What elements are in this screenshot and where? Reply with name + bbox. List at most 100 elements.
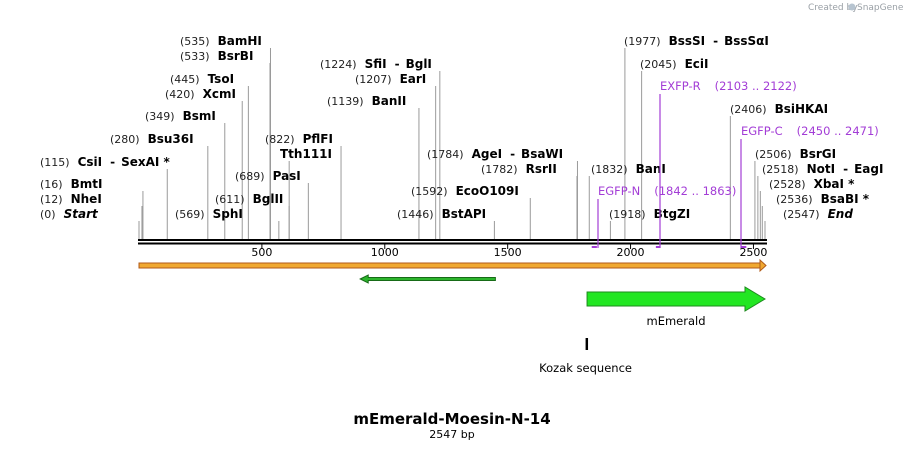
- site-label: Tth111I: [280, 147, 332, 161]
- site-name: BtgZI: [654, 207, 691, 221]
- site-name-extra: BsaWI: [521, 147, 563, 161]
- site-name: EciI: [685, 57, 709, 71]
- primer-label: EGFP-N(1842 .. 1863): [598, 184, 736, 198]
- site-label: (1139) BanII: [327, 94, 406, 108]
- site-agei: (1784)AgeI-BsaWI: [427, 147, 563, 161]
- site-position: (420): [165, 88, 195, 101]
- site-name: BsmI: [183, 109, 216, 123]
- site-name: BsrBI: [218, 49, 254, 63]
- site-pflfi: (822)PflFI: [265, 132, 333, 146]
- site-ecoo109i: (1592) EcoO109I: [411, 184, 519, 198]
- site-name: EarI: [400, 72, 427, 86]
- site-end: (2547) End: [783, 207, 853, 221]
- site-position: (2547): [783, 208, 820, 221]
- primer-label: EGFP-C(2450 .. 2471): [741, 124, 879, 138]
- primer-exfp-r: EXFP-R(2103 .. 2122): [655, 79, 797, 248]
- site-name: Bsu36I: [148, 132, 194, 146]
- site-label: (822)PflFI: [265, 132, 333, 146]
- site-bamhi: (535)BamHI: [180, 34, 262, 48]
- site-name: BmtI: [71, 177, 103, 191]
- site-position: (1784): [427, 148, 464, 161]
- feature-band: [138, 258, 767, 273]
- site-name: TsoI: [208, 72, 234, 86]
- site-name: EcoO109I: [456, 184, 519, 198]
- site-label: (445)TsoI: [170, 72, 234, 86]
- site-bsrbi: (533) BsrBI: [180, 49, 253, 63]
- site-position: (0): [40, 208, 56, 221]
- tick-label: 500: [251, 246, 272, 259]
- feature-band: [138, 262, 762, 269]
- site-bsrgi: (2506)BsrGI: [755, 147, 836, 161]
- site-bsabi: (2536)BsaBI *: [776, 192, 870, 206]
- site-position: (2518): [762, 163, 799, 176]
- site-name: SfiI: [365, 57, 387, 71]
- site-label: (2547) End: [783, 207, 853, 221]
- site-label: (420)XcmI: [165, 87, 236, 101]
- site-bstapi: (1446)BstAPI: [397, 207, 486, 221]
- credit-prefix: Created by: [808, 3, 858, 13]
- tick-label: 1000: [371, 246, 399, 259]
- site-label: (2506)BsrGI: [755, 147, 836, 161]
- site-position: (535): [180, 35, 210, 48]
- site-name: Tth111I: [280, 147, 332, 161]
- feature-reverse-arrow: [359, 274, 496, 284]
- primers: EXFP-R(2103 .. 2122) EGFP-C(2450 .. 2471)…: [591, 79, 879, 248]
- site-name: PasI: [273, 169, 301, 183]
- backbone-top-strand: [138, 239, 767, 241]
- site-label: (1977)BssSI-BssSαI: [624, 34, 769, 48]
- site-tsoi: (445)TsoI: [170, 72, 234, 86]
- site-position: (2045): [640, 58, 677, 71]
- snapgene-credit: Created by SnapGene: [808, 3, 904, 13]
- site-label: (16)BmtI: [40, 177, 102, 191]
- site-label: (1918) BtgZI: [609, 207, 690, 221]
- feature-label: mEmerald: [647, 314, 706, 328]
- backbone-bottom-strand: [138, 242, 767, 245]
- site-name: PflFI: [303, 132, 333, 146]
- site-bani: (1832)BanI: [591, 162, 666, 176]
- site-name: BsrGI: [800, 147, 837, 161]
- site-label: (2406)BsiHKAI: [730, 102, 828, 116]
- site-position: (1224): [320, 58, 357, 71]
- site-position: (1918): [609, 208, 646, 221]
- site-position: (2536): [776, 193, 813, 206]
- site-name: Start: [64, 207, 99, 221]
- site-position: (1977): [624, 35, 661, 48]
- primer-egfp-n: EGFP-N(1842 .. 1863): [591, 184, 736, 248]
- site-position: (569): [175, 208, 205, 221]
- map-title: mEmerald-Moesin-N-14: [353, 410, 550, 428]
- site-start: (0) Start: [40, 207, 99, 221]
- tick-label: 1500: [494, 246, 522, 259]
- site-name: AgeI: [472, 147, 502, 161]
- site-label: (535)BamHI: [180, 34, 262, 48]
- site-dash: -: [110, 155, 115, 169]
- site-name: CsiI: [78, 155, 103, 169]
- primer-label: EXFP-R(2103 .. 2122): [660, 79, 797, 93]
- site-position: (1139): [327, 95, 364, 108]
- site-position: (1592): [411, 185, 448, 198]
- site-label: (2045) EciI: [640, 57, 708, 71]
- site-sphi: (569)SphI: [175, 207, 243, 221]
- site-name: BanII: [372, 94, 407, 108]
- site-label: (2536)BsaBI *: [776, 192, 870, 206]
- site-position: (533): [180, 50, 210, 63]
- site-name: BssSI: [669, 34, 706, 48]
- snapgene-logo-icon: [848, 3, 856, 11]
- site-bmti: (16)BmtI: [40, 177, 102, 191]
- site-label: (1782)RsrII: [481, 162, 557, 176]
- credit-product: SnapGene: [857, 3, 904, 13]
- site-position: (1207): [355, 73, 392, 86]
- feature-forward-arrow: [586, 286, 766, 312]
- site-name: BglII: [253, 192, 284, 206]
- map-length: 2547 bp: [429, 428, 474, 441]
- feature-kozak-sequence: Kozak sequence: [539, 338, 632, 375]
- site-name: End: [828, 207, 854, 221]
- site-label: (12)NheI: [40, 192, 102, 206]
- site-name: XbaI *: [814, 177, 856, 191]
- feature-band-arrowhead: [759, 258, 767, 273]
- site-csii: (115)CsiI-SexAI *: [40, 155, 171, 169]
- site-nhei: (12)NheI: [40, 192, 102, 206]
- site-label: (2518)NotI-EagI: [762, 162, 883, 176]
- site-rsrii: (1782)RsrII: [481, 162, 557, 176]
